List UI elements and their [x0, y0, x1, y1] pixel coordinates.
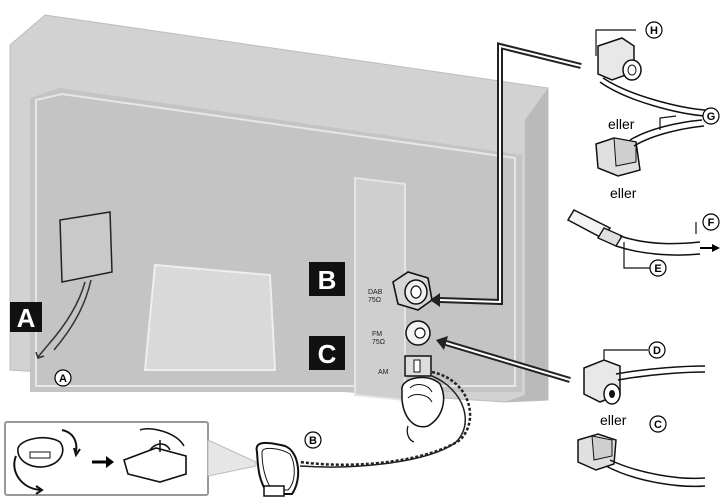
- am-plug-hand: [401, 355, 445, 443]
- dab-jack-ohm: 75Ω: [368, 297, 381, 304]
- label-b-text: B: [318, 265, 337, 295]
- callout-h: H: [645, 21, 663, 39]
- label-c-box: C: [309, 336, 345, 370]
- callout-e: E: [649, 259, 667, 277]
- fm-cable-arrow: [436, 336, 571, 383]
- dab-jack-label: DAB: [368, 289, 383, 296]
- label-b-box: B: [309, 262, 345, 296]
- callout-e-text: E: [654, 263, 661, 275]
- am-assembly-inset: [4, 421, 257, 496]
- label-a-text: A: [17, 303, 36, 333]
- callout-g-text: G: [707, 111, 716, 123]
- am-jack-label: AM: [378, 369, 389, 376]
- callout-c-text: C: [654, 419, 662, 431]
- unit-rear-body: [9, 14, 549, 403]
- dab-connector-h: [595, 29, 706, 117]
- callout-a-text: A: [59, 373, 67, 385]
- callout-c: C: [649, 415, 667, 433]
- callout-b-text: B: [309, 435, 317, 447]
- callout-d: D: [648, 341, 666, 359]
- dab-connector-f: [566, 209, 720, 269]
- dab-connector-g: [595, 115, 705, 177]
- fm-jack-ohm: 75Ω: [372, 339, 385, 346]
- callout-a: A: [54, 369, 72, 387]
- am-loop-antenna: [255, 441, 300, 497]
- fm-jack-label: FM: [372, 331, 382, 338]
- callout-b: B: [304, 431, 322, 449]
- dab-cable-arrow: [430, 42, 582, 307]
- callout-g: G: [702, 107, 720, 125]
- eller-text-2: eller: [610, 185, 637, 201]
- label-a-box: A: [10, 302, 42, 333]
- eller-text-3: eller: [600, 412, 627, 428]
- eller-text-1: eller: [608, 116, 635, 132]
- fm-jack: [405, 320, 431, 346]
- callout-f-text: F: [708, 217, 715, 229]
- callout-d-text: D: [653, 345, 661, 357]
- callout-f: F: [702, 213, 720, 231]
- dab-jack: [392, 271, 433, 311]
- am-loop-cable: [299, 370, 472, 468]
- label-c-text: C: [318, 339, 337, 369]
- callout-h-text: H: [650, 25, 658, 37]
- internal-wire-antenna: [35, 211, 113, 359]
- fm-connector-d: [583, 349, 706, 405]
- fm-connector-c: [577, 433, 706, 488]
